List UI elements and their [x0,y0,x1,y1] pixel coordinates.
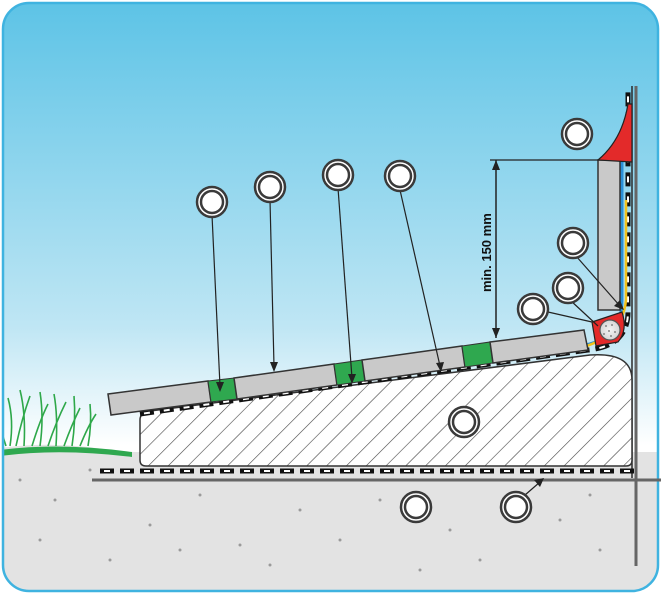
callout-6: 6 [321,158,355,192]
ground [3,452,658,591]
callout-7: 7 [253,170,287,204]
svg-text:3: 3 [513,500,520,514]
svg-text:9: 9 [565,281,572,295]
grass [3,389,97,447]
svg-text:7: 7 [267,180,274,194]
svg-text:5: 5 [570,236,577,250]
callout-8: 8 [195,185,229,219]
callout-3: 3 [499,490,533,524]
callout-2: 2 [447,405,481,439]
paving-tiles [107,329,589,416]
svg-text:10: 10 [526,302,540,316]
dimension-150mm: min. 150 mm [479,159,598,338]
joint-2 [333,359,366,386]
callout-4: 4 [383,159,417,193]
callout-9-corner: 9 [551,271,585,305]
svg-text:1: 1 [413,500,420,514]
grass-strip [3,446,132,457]
sealant-top [596,103,633,163]
svg-text:9: 9 [574,127,581,141]
vertical-tile [597,159,621,311]
svg-text:8: 8 [209,195,216,209]
dimension-label: min. 150 mm [479,213,494,292]
backer-rod [599,319,621,341]
joint-1 [207,377,238,403]
callout-9-top: 9 [560,117,594,151]
tile-4 [489,329,589,364]
callout-10: 10 [516,292,550,326]
svg-text:6: 6 [335,168,342,182]
callout-1: 1 [399,490,433,524]
svg-text:2: 2 [461,415,468,429]
joint-3 [461,341,494,368]
callout-5: 5 [556,226,590,260]
svg-text:4: 4 [397,169,404,183]
ground-texture [18,468,602,572]
